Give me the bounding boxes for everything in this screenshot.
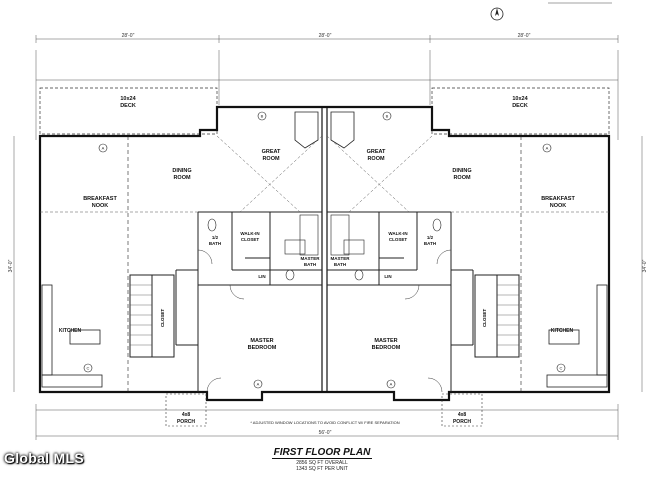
dim-top-center: 28'-0" [319, 33, 332, 39]
bottom-dimension-lines [35, 404, 619, 440]
label-great-room-left-1: GREAT [262, 149, 281, 155]
label-porch-left-1: 4x8 [182, 412, 191, 418]
vaulted-ceiling-lines [40, 135, 609, 213]
interior-walls [127, 136, 522, 392]
door-swings [197, 249, 452, 393]
label-deck-left-2: DECK [120, 103, 136, 109]
label-lin-left: LIN [258, 274, 265, 279]
label-dining-left-1: DINING [172, 168, 191, 174]
svg-text:A: A [257, 382, 260, 387]
title-block: FIRST FLOOR PLAN 2856 SQ FT OVERALL 1343… [262, 442, 382, 472]
label-half-bath-left-2: BATH [209, 241, 221, 246]
label-breakfast-left-2: NOOK [92, 203, 109, 209]
label-half-bath-right-1: 1/2 [427, 235, 434, 240]
section-markers [83, 111, 566, 389]
label-deck-right-1: 10x24 [512, 96, 528, 102]
label-master-bath-right-1: MASTER [331, 256, 351, 261]
label-master-bath-right-2: BATH [334, 262, 346, 267]
dim-top-left: 28'-0" [122, 33, 135, 39]
label-kitchen-right: KITCHEN [551, 328, 574, 334]
dim-side-left: 34'-0" [8, 259, 14, 272]
label-half-bath-right-2: BATH [424, 241, 436, 246]
label-master-bed-left-2: BEDROOM [248, 345, 277, 351]
label-master-bath-left-1: MASTER [301, 256, 321, 261]
label-kitchen-left: KITCHEN [59, 328, 82, 334]
label-great-room-left-2: ROOM [262, 156, 280, 162]
svg-text:A: A [546, 146, 549, 151]
label-deck-right-2: DECK [512, 103, 528, 109]
deck-outlines [39, 87, 610, 135]
svg-text:C: C [560, 366, 563, 371]
label-closet-left: CLOSET [160, 309, 165, 328]
label-great-room-right-1: GREAT [367, 149, 386, 155]
label-porch-left-2: PORCH [177, 419, 195, 425]
svg-text:A: A [102, 146, 105, 151]
party-wall [321, 107, 328, 392]
svg-text:A: A [390, 382, 393, 387]
label-dining-right-1: DINING [452, 168, 471, 174]
north-arrow-icon [490, 7, 504, 21]
label-master-bed-right-1: MASTER [374, 338, 397, 344]
label-half-bath-left-1: 1/2 [212, 235, 219, 240]
plan-subtitle-per-unit: 1343 SQ FT PER UNIT [296, 466, 348, 472]
label-dining-left-2: ROOM [173, 175, 191, 181]
label-master-bath-left-2: BATH [304, 262, 316, 267]
mls-watermark: Global MLS [4, 450, 84, 466]
plan-subtitle-overall: 2856 SQ FT OVERALL [296, 460, 348, 466]
label-walkin-right-1: WALK-IN [388, 231, 407, 236]
label-dining-right-2: ROOM [453, 175, 471, 181]
porch-outlines [165, 393, 483, 427]
bath-fixtures [207, 214, 442, 281]
label-walkin-left-1: WALK-IN [240, 231, 259, 236]
label-master-bed-left-1: MASTER [250, 338, 273, 344]
svg-text:B: B [386, 114, 389, 119]
section-marker-labels: A A B B A A C C [87, 114, 563, 387]
label-breakfast-right-1: BREAKFAST [541, 196, 575, 202]
label-deck-left-1: 10x24 [120, 96, 136, 102]
label-closet-right: CLOSET [482, 309, 487, 328]
fireplace-bays [294, 111, 355, 149]
plan-title: FIRST FLOOR PLAN [271, 447, 373, 459]
label-porch-right-1: 4x8 [458, 412, 467, 418]
kitchen-counters [41, 284, 608, 388]
label-master-bed-right-2: BEDROOM [372, 345, 401, 351]
note-window-adjustment: * ADJUSTED WINDOW LOCATIONS TO AVOID CON… [250, 420, 399, 425]
dim-side-right: 34'-0" [642, 259, 648, 272]
label-breakfast-right-2: NOOK [550, 203, 567, 209]
label-walkin-left-2: CLOSET [241, 237, 260, 242]
label-great-room-right-2: ROOM [367, 156, 385, 162]
dim-top-right: 28'-0" [518, 33, 531, 39]
dim-bottom-overall: 56'-0" [319, 430, 332, 436]
exterior-walls [38, 105, 611, 402]
top-dimension-lines [35, 35, 619, 140]
label-porch-right-2: PORCH [453, 419, 471, 425]
label-breakfast-left-1: BREAKFAST [83, 196, 117, 202]
svg-text:B: B [261, 114, 264, 119]
label-walkin-right-2: CLOSET [389, 237, 408, 242]
svg-text:C: C [87, 366, 90, 371]
label-lin-right: LIN [384, 274, 391, 279]
stair-treads [130, 284, 519, 346]
